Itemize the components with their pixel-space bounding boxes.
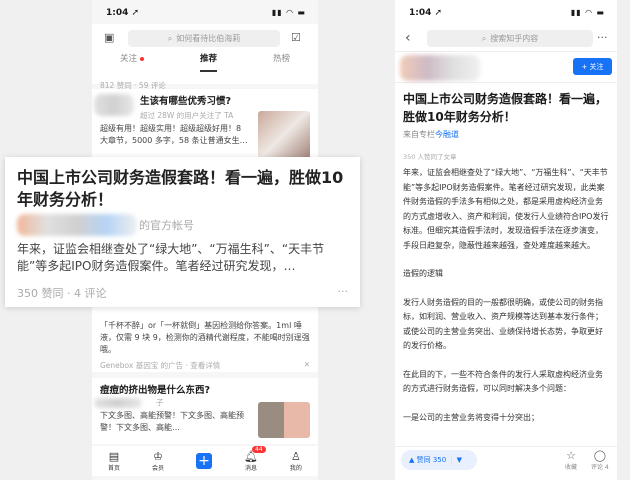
paragraph: 发行人财务造假的目的一般都很明确，或使公司的财务指标，如利润、营业收入、资产规模…: [403, 297, 603, 351]
search-placeholder: 搜索知乎内容: [490, 34, 539, 43]
popout-title[interactable]: 中国上市公司财务造假套路！看一遍，胜做10年财务分析！: [17, 168, 344, 209]
blurred-avatar: [94, 398, 142, 408]
search-icon: ⌕: [167, 33, 173, 43]
article-action-bar: ▲ 赞同 350|▼ ☆收藏 ◯评论 4: [395, 446, 617, 472]
nav-vip[interactable]: ♔会员: [151, 450, 164, 472]
message-badge: 44: [251, 446, 266, 453]
tab-follow[interactable]: 关注: [120, 52, 144, 72]
ad-text: 「千杯不醉」or「一杯就倒」基因检测给你答案。1ml 唾液，仅需 9 块 9，检…: [100, 321, 310, 354]
vote-control: ▲ 赞同 350|▼: [401, 450, 477, 470]
search-icon: ⌕: [481, 33, 487, 43]
nav-profile[interactable]: ♙我的: [289, 450, 302, 472]
close-icon[interactable]: ✕: [303, 360, 310, 369]
ad-card[interactable]: 「千杯不醉」or「一杯就倒」基因检测给你答案。1ml 唾液，仅需 9 块 9，检…: [92, 300, 318, 372]
paragraph: 在此目的下，一些不符合条件的发行人采取虚构经济业务的方式进行财务造假，可以同时解…: [403, 369, 603, 394]
status-bar: 1:04 ➚ ▮▮ ◠ ▬: [106, 8, 306, 22]
plus-icon: +: [195, 453, 212, 469]
upvote-button[interactable]: ▲ 赞同 350: [409, 456, 447, 464]
nav-home[interactable]: ▤首页: [107, 450, 120, 472]
popout-excerpt: 年来，证监会相继查处了“绿大地”、“万福生科”、“天丰节能”等多起IPO财务造假…: [17, 242, 325, 273]
more-icon[interactable]: ···: [597, 31, 608, 44]
favorite-button[interactable]: ☆收藏: [565, 449, 578, 472]
blurred-author: [17, 214, 137, 236]
comment-button[interactable]: ◯评论 4: [591, 449, 609, 472]
feed-card[interactable]: 生该有哪些优秀习惯? 超过 28W 的用户关注了 TA 超级有用！超级实用！超级…: [92, 89, 318, 159]
checkin-icon[interactable]: ☑: [291, 31, 301, 44]
right-phone-article: 1:04 ➚ ▮▮ ◠ ▬ ‹ ⌕搜索知乎内容 ··· + 关注 中国上市公司财务…: [395, 0, 617, 480]
prev-card-stats: 812 赞同 · 59 评论: [92, 72, 318, 90]
feed-tabs: 关注 推荐 热榜: [92, 52, 318, 72]
column-link[interactable]: 今融道: [435, 130, 459, 139]
card-title[interactable]: 生该有哪些优秀习惯?: [140, 96, 232, 107]
blurred-avatar: [94, 94, 134, 116]
popout-author: 的官方帐号: [17, 214, 348, 236]
card-excerpt: 下文多图、高能预警！下文多图、高能预警！下文多图、高能…: [100, 411, 244, 432]
section-heading: 造假的逻辑: [403, 269, 443, 278]
search-placeholder: 如何看待比伯海莉: [176, 34, 241, 43]
card-thumbnail: [258, 402, 310, 438]
card-author: 子: [156, 398, 164, 407]
card-thumbnail: [258, 111, 310, 159]
agree-count: 350 人赞同了文章: [403, 153, 457, 161]
nav-create[interactable]: +: [195, 453, 212, 469]
card-excerpt: 超级有用！超级实用！超级超级好用！8 大章节，5000 多字，58 条让普通女生…: [100, 124, 248, 145]
back-icon[interactable]: ‹: [405, 30, 411, 46]
ad-source[interactable]: Genebox 基因宝 的广告 · 查看详情: [100, 361, 221, 370]
tab-hot[interactable]: 热榜: [272, 54, 290, 64]
star-icon: ☆: [566, 449, 576, 462]
status-time: 1:04 ➚: [409, 8, 443, 18]
card-meta: 超过 28W 的用户关注了 TA: [140, 111, 234, 120]
home-icon: ▤: [108, 450, 120, 463]
user-icon: ♙: [290, 450, 301, 463]
card-title[interactable]: 痘痘的挤出物是什么东西?: [100, 385, 211, 396]
status-bar: 1:04 ➚ ▮▮ ◠ ▬: [409, 8, 605, 22]
bell-icon: 🔔︎: [243, 450, 258, 463]
article-title: 中国上市公司财务造假套路！看一遍，胜做10年财务分析！: [403, 92, 608, 124]
zoomed-feed-card[interactable]: 中国上市公司财务造假套路！看一遍，胜做10年财务分析！ 的官方帐号 年来，证监会…: [5, 157, 360, 307]
unread-dot: [140, 56, 144, 61]
blurred-author: [400, 55, 480, 81]
downvote-icon[interactable]: ▼: [456, 456, 462, 464]
tab-recommend[interactable]: 推荐: [199, 52, 217, 72]
search-input[interactable]: ⌕如何看待比伯海莉: [128, 30, 280, 47]
status-time: 1:04 ➚: [106, 8, 140, 18]
signal-wifi-battery-icon: ▮▮ ◠ ▬: [570, 8, 605, 17]
comment-icon: ◯: [593, 449, 607, 462]
popout-stats: 350 赞同 · 4 评论: [17, 287, 107, 300]
live-tv-icon[interactable]: ▣: [104, 31, 115, 44]
signal-wifi-battery-icon: ▮▮ ◠ ▬: [271, 8, 306, 17]
article-body: 年来，证监会相继查处了“绿大地”、“万福生科”、“天丰节能”等多起IPO财务造假…: [403, 166, 609, 439]
more-icon[interactable]: ···: [337, 285, 349, 298]
search-input[interactable]: ⌕搜索知乎内容: [427, 30, 593, 47]
paragraph: 年来，证监会相继查处了“绿大地”、“万福生科”、“天丰节能”等多起IPO财务造假…: [403, 168, 609, 250]
follow-button[interactable]: + 关注: [573, 58, 612, 75]
column-source: 来自专栏今融道: [403, 130, 459, 139]
feed-card[interactable]: 痘痘的挤出物是什么东西? 子 下文多图、高能预警！下文多图、高能预警！下文多图、…: [92, 378, 318, 444]
paragraph: 一是公司的主营业务将变得十分突出；: [403, 412, 539, 422]
crown-icon: ♔: [153, 450, 163, 463]
left-phone-feed: 1:04 ➚ ▮▮ ◠ ▬ ▣ ⌕如何看待比伯海莉 ☑ 关注 推荐 热榜 812 …: [92, 0, 318, 480]
